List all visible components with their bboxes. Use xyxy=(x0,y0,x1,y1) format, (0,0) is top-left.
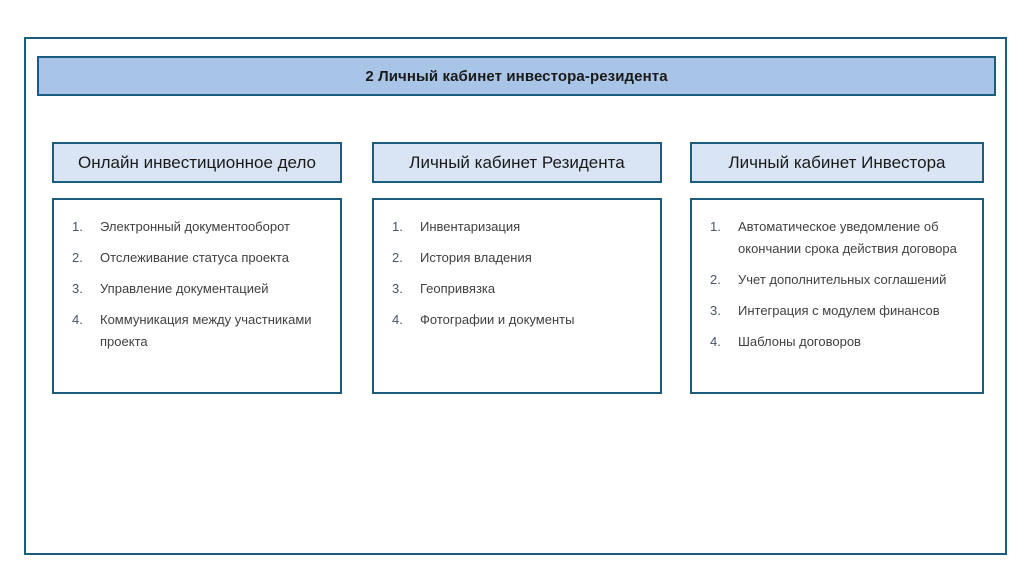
list-item-number: 1. xyxy=(710,219,721,234)
list-item-text: Коммуникация между участниками проекта xyxy=(100,312,312,349)
list-item: 1. Инвентаризация xyxy=(392,216,650,238)
list-item-text: История владения xyxy=(420,250,532,265)
column-header-label: Онлайн инвестиционное дело xyxy=(77,152,317,172)
list-item: 1. Электронный документооборот xyxy=(72,216,330,238)
list-item: 2. История владения xyxy=(392,247,650,269)
list-item: 4. Фотографии и документы xyxy=(392,309,650,331)
list-item-text: Учет дополнительных соглашений xyxy=(738,272,947,287)
list-item-number: 4. xyxy=(710,334,721,349)
list-item-text: Электронный документооборот xyxy=(100,219,290,234)
column-header-online-investment-case: Онлайн инвестиционное дело xyxy=(52,142,342,183)
feature-list-investor-cabinet: 1. Автоматическое уведомление об окончан… xyxy=(690,198,984,394)
column-header-label: Личный кабинет Инвестора xyxy=(728,152,946,172)
column-header-label: Личный кабинет Резидента xyxy=(409,152,625,172)
list-item-text: Шаблоны договоров xyxy=(738,334,861,349)
list-item-number: 1. xyxy=(72,219,83,234)
column-header-investor-cabinet: Личный кабинет Инвестора xyxy=(690,142,984,183)
list-item: 4. Шаблоны договоров xyxy=(710,331,972,353)
list-item-number: 4. xyxy=(392,312,403,327)
list-item-number: 2. xyxy=(710,272,721,287)
list-item-text: Интеграция с модулем финансов xyxy=(738,303,940,318)
list-item: 3. Интеграция с модулем финансов xyxy=(710,300,972,322)
list-item-number: 4. xyxy=(72,312,83,327)
list-item: 3. Управление документацией xyxy=(72,278,330,300)
list-item-text: Геопривязка xyxy=(420,281,496,296)
list-item: 4. Коммуникация между участниками проект… xyxy=(72,309,330,353)
feature-list-resident-cabinet: 1. Инвентаризация 2. История владения 3.… xyxy=(372,198,662,394)
list-item-text: Автоматическое уведомление об окончании … xyxy=(738,219,957,256)
slide-title-bar: 2 Личный кабинет инвестора-резидента xyxy=(37,56,996,96)
list-item-number: 1. xyxy=(392,219,403,234)
list-item-text: Управление документацией xyxy=(100,281,269,296)
list-item-number: 3. xyxy=(72,281,83,296)
list-item: 2. Отслеживание статуса проекта xyxy=(72,247,330,269)
list-item-number: 3. xyxy=(392,281,403,296)
list-item-number: 2. xyxy=(392,250,403,265)
list-item-number: 2. xyxy=(72,250,83,265)
list-item: 2. Учет дополнительных соглашений xyxy=(710,269,972,291)
list-item-number: 3. xyxy=(710,303,721,318)
column-header-resident-cabinet: Личный кабинет Резидента xyxy=(372,142,662,183)
slide-title: 2 Личный кабинет инвестора-резидента xyxy=(365,67,668,85)
list-item-text: Инвентаризация xyxy=(420,219,521,234)
list-item-text: Отслеживание статуса проекта xyxy=(100,250,289,265)
list-item-text: Фотографии и документы xyxy=(420,312,575,327)
feature-list-online-investment-case: 1. Электронный документооборот 2. Отслеж… xyxy=(52,198,342,394)
list-item: 1. Автоматическое уведомление об окончан… xyxy=(710,216,972,260)
list-item: 3. Геопривязка xyxy=(392,278,650,300)
